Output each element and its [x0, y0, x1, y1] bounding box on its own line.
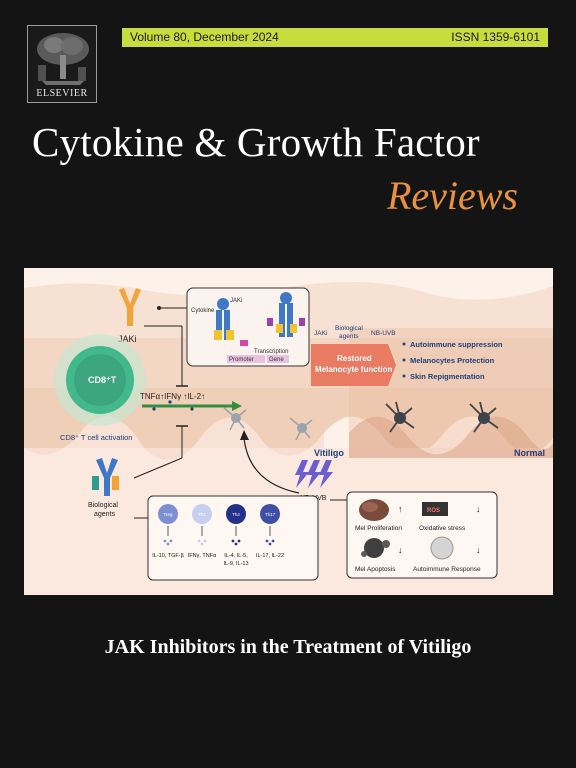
autoimmune-response-label: Autoimmune Response: [413, 566, 481, 573]
graphical-abstract: JAKi Cytokine JAKi Transcription Promote…: [24, 268, 553, 595]
cd8-activation-label: CD8⁺ T cell activation: [60, 433, 132, 442]
restored-line2: Melanocyte function: [315, 365, 392, 374]
biological-agents-icon: [92, 458, 119, 496]
transcription-label: Transcription: [254, 349, 288, 355]
svg-text:↓: ↓: [476, 545, 481, 555]
tcell-th1-output: IFNγ, TNFα: [188, 553, 217, 559]
svg-text:↓: ↓: [476, 504, 481, 514]
restored-line1: Restored: [337, 354, 372, 363]
elsevier-logo: ELSEVIER: [27, 25, 97, 103]
autoimmune-icon: [430, 536, 454, 560]
restored-arrow: [311, 344, 396, 386]
tcell-treg-icon: [158, 504, 178, 524]
volume-date: Volume 80, December 2024: [130, 30, 279, 44]
effect-skin-repigmentation: Skin Repigmentation: [410, 372, 485, 381]
tcell-treg-output: IL-10, TGF-β: [152, 553, 184, 559]
nbuvb-lightning-icon: [295, 460, 333, 488]
jak-stat-inset: [186, 287, 310, 367]
jaki-antibody-icon: [119, 288, 141, 326]
melanocyte-icons: [223, 401, 499, 441]
gene-label: Gene: [269, 357, 284, 363]
bio-agents-line1: Biological: [88, 502, 118, 509]
tcell-th17-label: Th17: [265, 512, 276, 517]
issn: ISSN 1359-6101: [451, 30, 540, 44]
inset-jaki-label: JAKi: [230, 298, 242, 304]
journal-subtitle: Reviews: [386, 173, 518, 218]
tcell-th2-output: IL-9, IL-13: [223, 561, 248, 567]
treatment-biological-line1: Biological: [335, 325, 363, 332]
bio-agents-line2: agents: [94, 511, 116, 518]
publisher-name: ELSEVIER: [36, 88, 88, 99]
tcell-th1-label: Th1: [198, 512, 206, 517]
article-title: JAK Inhibitors in the Treatment of Vitil…: [104, 636, 472, 658]
vitiligo-label: Vitiligo: [314, 448, 344, 458]
tcell-th2-label: Th2: [232, 512, 240, 517]
mel-apoptosis-label: Mel Apoptosis: [355, 566, 396, 573]
cytokine-increase-label: TNFα↑IFNγ ↑IL-2↑: [140, 392, 205, 401]
mel-apoptosis-icon: [361, 538, 390, 558]
effect-melanocyte-protection: Melanocytes Protection: [410, 356, 495, 365]
tcell-th17-output: IL-17, IL-22: [256, 553, 284, 559]
tcell-th17-icon: [260, 504, 280, 524]
cytokine-label: Cytokine: [191, 308, 215, 314]
mel-proliferation-icon: [359, 499, 389, 521]
treatment-biological-line2: agents: [339, 333, 359, 340]
tcell-th2-icon: [226, 504, 246, 524]
normal-label: Normal: [514, 448, 545, 458]
abstract-figure: JAKi Cytokine JAKi Transcription Promote…: [24, 268, 553, 595]
svg-text:↓: ↓: [398, 545, 403, 555]
svg-text:↑: ↑: [398, 504, 403, 514]
journal-title: Cytokine & Growth Factor: [32, 119, 480, 165]
promoter-label: Promoter: [229, 357, 254, 363]
issue-band: Volume 80, December 2024 ISSN 1359-6101: [122, 28, 548, 47]
effect-autoimmune-suppression: Autoimmune suppression: [410, 340, 503, 349]
tree-icon: [32, 29, 94, 87]
oxidative-stress-label: Oxidative stress: [419, 525, 466, 532]
jaki-label: JAKi: [118, 334, 137, 344]
cd8-t-cell-icon: [54, 334, 146, 426]
mel-proliferation-label: Mel Proliferation: [355, 525, 402, 532]
treatment-nbuvb-label: NB-UVB: [371, 330, 396, 337]
tcell-th2-output: IL-4, IL-5,: [224, 553, 248, 559]
ros-label: ROS: [427, 508, 440, 514]
treatment-jaki-label: JAKi: [314, 330, 327, 337]
cd8-label: CD8⁺T: [88, 375, 117, 385]
tcell-treg-label: Treg: [163, 512, 173, 517]
tcell-th1-icon: [192, 504, 212, 524]
